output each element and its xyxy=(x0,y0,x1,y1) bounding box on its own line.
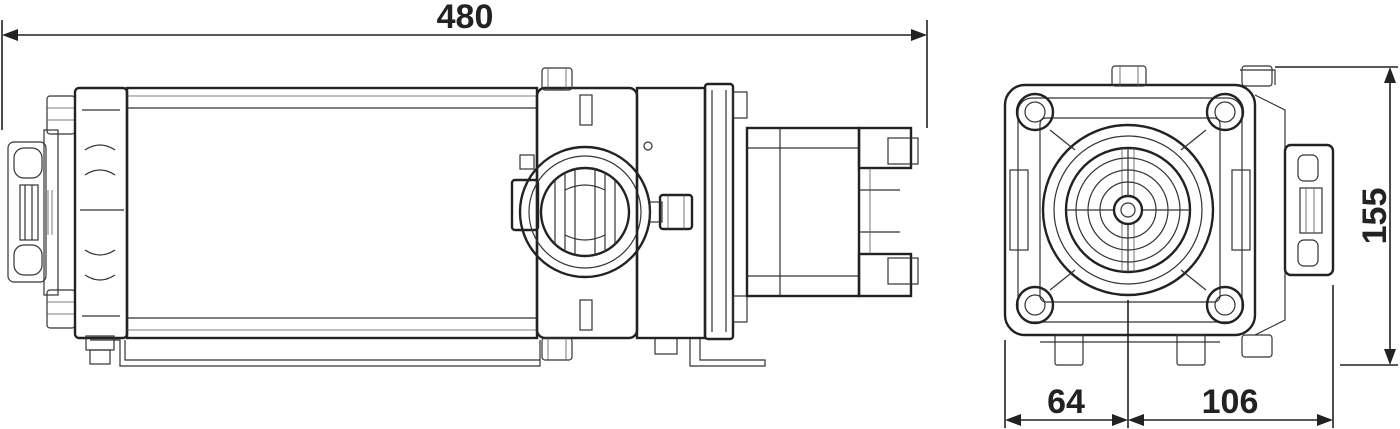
dimension-label-left-offset: 64 xyxy=(1047,383,1085,421)
dimension-label-length: 480 xyxy=(437,0,494,36)
side-view-coupling-flange xyxy=(635,82,748,341)
front-view xyxy=(1003,65,1335,366)
side-view-gauge-fitting xyxy=(643,141,694,231)
side-view-left-flange xyxy=(46,86,129,340)
dimension-height: 155 xyxy=(1275,66,1398,366)
side-view xyxy=(7,67,919,367)
dimension-label-right-offset: 106 xyxy=(1202,383,1259,421)
dimension-label-height: 155 xyxy=(1356,188,1394,245)
front-view-impeller xyxy=(1041,123,1215,297)
front-view-corner-bolts xyxy=(1015,92,1245,325)
dimension-offsets: 64 106 xyxy=(1004,285,1334,428)
side-view-pump-housing xyxy=(510,67,652,361)
side-view-motor-housing xyxy=(125,86,539,340)
side-view-outlet-head xyxy=(745,126,919,298)
side-view-base-bracket xyxy=(85,335,766,367)
front-view-side-coupling xyxy=(1283,143,1335,277)
side-view-left-coupling xyxy=(7,129,59,296)
dimension-overall-length: 480 xyxy=(1,0,928,130)
